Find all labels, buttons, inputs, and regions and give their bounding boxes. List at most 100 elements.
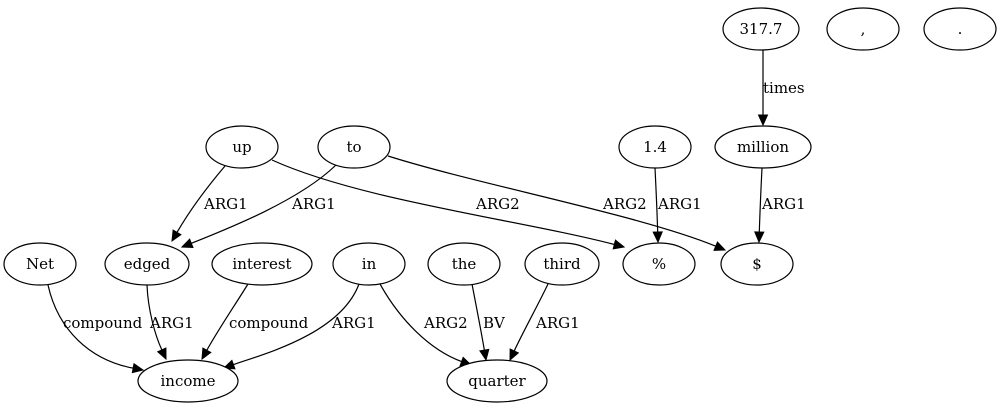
arrowhead-icon bbox=[713, 241, 727, 251]
node-label: up bbox=[232, 138, 251, 156]
edge-line bbox=[271, 159, 615, 246]
node-3177: 317.7 bbox=[722, 7, 800, 51]
edge-line bbox=[206, 283, 249, 351]
edge-to-to-dollar: ARG2 bbox=[387, 155, 727, 251]
node-edged: edged bbox=[104, 242, 190, 286]
edge-label: times bbox=[763, 79, 805, 97]
arrowhead-icon bbox=[201, 347, 212, 361]
edge-label: ARG2 bbox=[423, 314, 468, 332]
node-pct: % bbox=[622, 242, 696, 286]
node-period: . bbox=[923, 7, 997, 51]
node-label: $ bbox=[752, 255, 762, 273]
node-label: edged bbox=[124, 255, 171, 273]
node-label: Net bbox=[26, 255, 54, 273]
edge-line bbox=[233, 283, 360, 366]
arrowhead-icon bbox=[509, 348, 520, 362]
edge-interest-to-income: compound bbox=[201, 283, 309, 361]
node-ellipse bbox=[714, 125, 812, 169]
arrowhead-icon bbox=[180, 238, 194, 249]
node-ellipse bbox=[317, 125, 391, 169]
edge-label: ARG1 bbox=[291, 195, 336, 213]
edge-third-to-quarter: ARG1 bbox=[509, 283, 580, 362]
node-up: up bbox=[205, 125, 279, 169]
node-14: 1.4 bbox=[618, 125, 692, 169]
node-quarter: quarter bbox=[446, 359, 548, 403]
edge-line bbox=[47, 284, 134, 369]
node-label: 317.7 bbox=[740, 20, 783, 38]
edge-label: ARG1 bbox=[331, 314, 376, 332]
edge-label: ARG1 bbox=[761, 195, 806, 213]
node-ellipse bbox=[923, 7, 997, 51]
node-label: third bbox=[543, 255, 581, 273]
node-label: % bbox=[652, 255, 666, 273]
node-net: Net bbox=[3, 242, 77, 286]
edge-line bbox=[654, 167, 659, 233]
edge-label: ARG1 bbox=[149, 314, 194, 332]
arrowhead-icon bbox=[757, 114, 769, 127]
edge-net-to-income: compound bbox=[47, 284, 145, 374]
node-ellipse bbox=[104, 242, 190, 286]
node-ellipse bbox=[3, 242, 77, 286]
node-label: 1.4 bbox=[643, 138, 667, 156]
edge-label: ARG1 bbox=[535, 314, 580, 332]
edge-line bbox=[471, 283, 485, 351]
arrowhead-icon bbox=[652, 231, 663, 244]
node-label: in bbox=[362, 255, 377, 273]
node-interest: interest bbox=[211, 242, 313, 286]
arrowhead-icon bbox=[131, 362, 145, 374]
node-label: to bbox=[346, 138, 361, 156]
edge-label: ARG1 bbox=[657, 195, 702, 213]
node-to: to bbox=[317, 125, 391, 169]
node-label: the bbox=[452, 255, 477, 273]
edge-line bbox=[176, 165, 226, 233]
node-label: interest bbox=[232, 255, 291, 273]
edge-in-to-income: ARG1 bbox=[222, 283, 376, 370]
node-ellipse bbox=[427, 242, 501, 286]
node-comma: , bbox=[826, 7, 900, 51]
node-dollar: $ bbox=[720, 242, 794, 286]
edge-line bbox=[387, 155, 716, 247]
node-in: in bbox=[332, 242, 406, 286]
node-the: the bbox=[427, 242, 501, 286]
arrowhead-icon bbox=[171, 229, 182, 243]
edge-line bbox=[191, 164, 337, 244]
edge-label: BV bbox=[483, 314, 506, 332]
node-ellipse bbox=[722, 7, 800, 51]
edge-up-to-pct: ARG2 bbox=[271, 159, 626, 250]
node-label: million bbox=[737, 138, 789, 156]
edge-up-to-edged: ARG1 bbox=[171, 165, 248, 243]
node-third: third bbox=[524, 242, 600, 286]
edge-label: ARG2 bbox=[475, 195, 520, 213]
arrowhead-icon bbox=[612, 239, 626, 250]
node-ellipse bbox=[618, 125, 692, 169]
edge-line bbox=[513, 283, 549, 352]
edge-label: ARG2 bbox=[602, 195, 647, 213]
arrowhead-icon bbox=[222, 359, 236, 370]
node-label: quarter bbox=[468, 372, 526, 390]
edge-to-to-edged: ARG1 bbox=[180, 164, 337, 249]
node-million: million bbox=[714, 125, 812, 169]
node-income: income bbox=[137, 359, 239, 403]
node-label: . bbox=[958, 20, 963, 38]
edge-the-to-quarter: BV bbox=[471, 283, 506, 362]
edge-label: compound bbox=[63, 314, 143, 332]
edge-label: compound bbox=[229, 314, 309, 332]
node-ellipse bbox=[826, 7, 900, 51]
node-ellipse bbox=[446, 359, 548, 403]
arrowhead-icon bbox=[754, 231, 765, 244]
node-ellipse bbox=[622, 242, 696, 286]
arrowhead-icon bbox=[156, 347, 167, 361]
arrowhead-icon bbox=[479, 348, 490, 362]
node-ellipse bbox=[211, 242, 313, 286]
node-label: income bbox=[161, 372, 216, 390]
node-ellipse bbox=[137, 359, 239, 403]
edge-line bbox=[146, 284, 163, 351]
node-ellipse bbox=[524, 242, 600, 286]
edge-line bbox=[379, 283, 462, 363]
edge-3177-to-million: times bbox=[757, 50, 805, 127]
node-ellipse bbox=[332, 242, 406, 286]
node-label: , bbox=[861, 20, 866, 38]
edge-label: ARG1 bbox=[203, 195, 248, 213]
